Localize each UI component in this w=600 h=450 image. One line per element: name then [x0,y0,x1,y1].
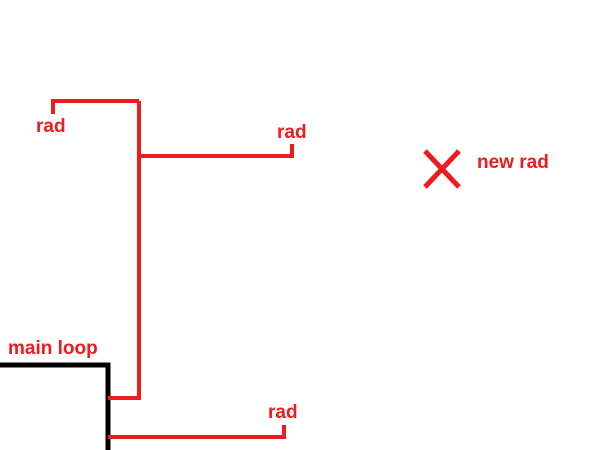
new-rad-label: new rad [477,152,549,173]
rad-label-top-left: rad [36,116,66,137]
riser-pipe [108,101,141,400]
branch-pipe-top-left [51,99,139,114]
rad-label-bottom-right: rad [268,402,298,423]
main-loop-label: main loop [8,338,98,359]
branch-pipe-top-right [139,144,294,158]
rad-label-top-right: rad [277,122,307,143]
x-mark-icon [423,149,461,189]
branch-pipe-bottom-right [108,425,286,439]
main-loop-pipe [0,362,111,450]
x-mark-stroke-2 [423,149,461,189]
